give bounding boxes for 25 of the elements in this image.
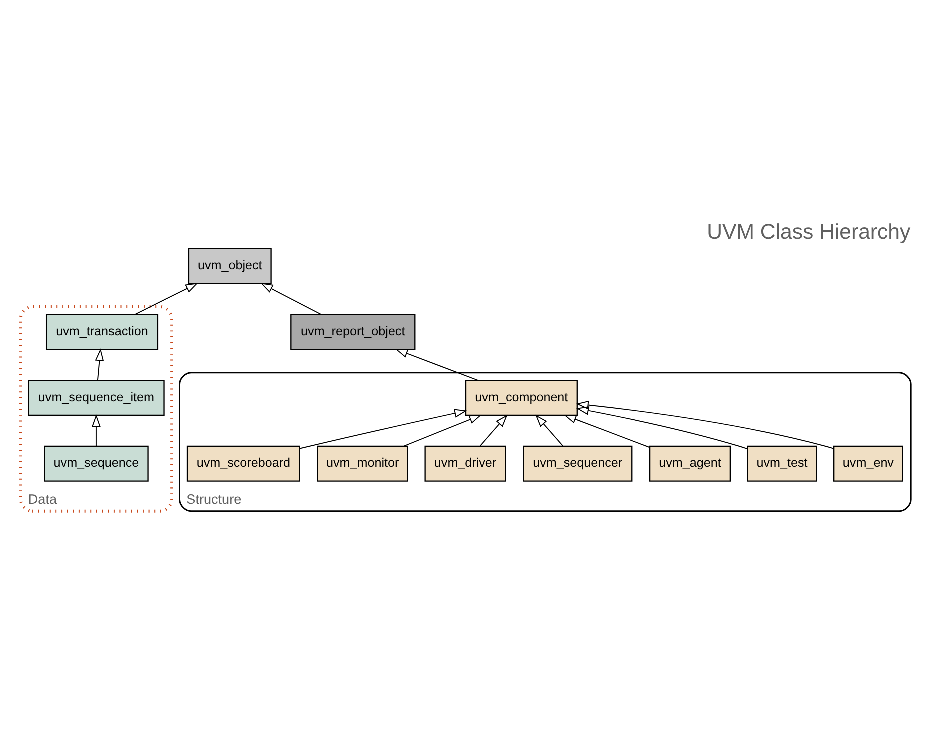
node-box: uvm_driver: [424, 445, 506, 482]
arrow: [564, 414, 650, 448]
diagram-title: UVM Class Hierarchy: [707, 219, 911, 244]
node-box: uvm_test: [747, 445, 818, 482]
arrow: [404, 414, 482, 446]
node-box: uvm_monitor: [317, 445, 408, 482]
node-box: uvm_agent: [649, 445, 732, 482]
node-box: uvm_report_object: [290, 314, 416, 350]
arrow: [95, 348, 104, 380]
arrow: [536, 414, 564, 446]
node-box: uvm_transaction: [46, 314, 159, 350]
node-box: uvm_object: [188, 248, 272, 284]
arrow: [260, 282, 322, 315]
node-box: uvm_env: [834, 445, 904, 482]
arrow: [480, 414, 508, 446]
node-box: uvm_scoreboard: [186, 445, 300, 482]
node-box: uvm_sequence: [44, 445, 149, 482]
node-box: uvm_sequence_item: [28, 380, 165, 416]
arrow: [576, 400, 834, 449]
arrow: [300, 408, 468, 449]
arrow: [92, 414, 101, 446]
arrow: [576, 406, 748, 449]
node-box: uvm_sequencer: [523, 445, 633, 482]
node-box: uvm_component: [465, 380, 578, 416]
arrow: [395, 348, 478, 380]
